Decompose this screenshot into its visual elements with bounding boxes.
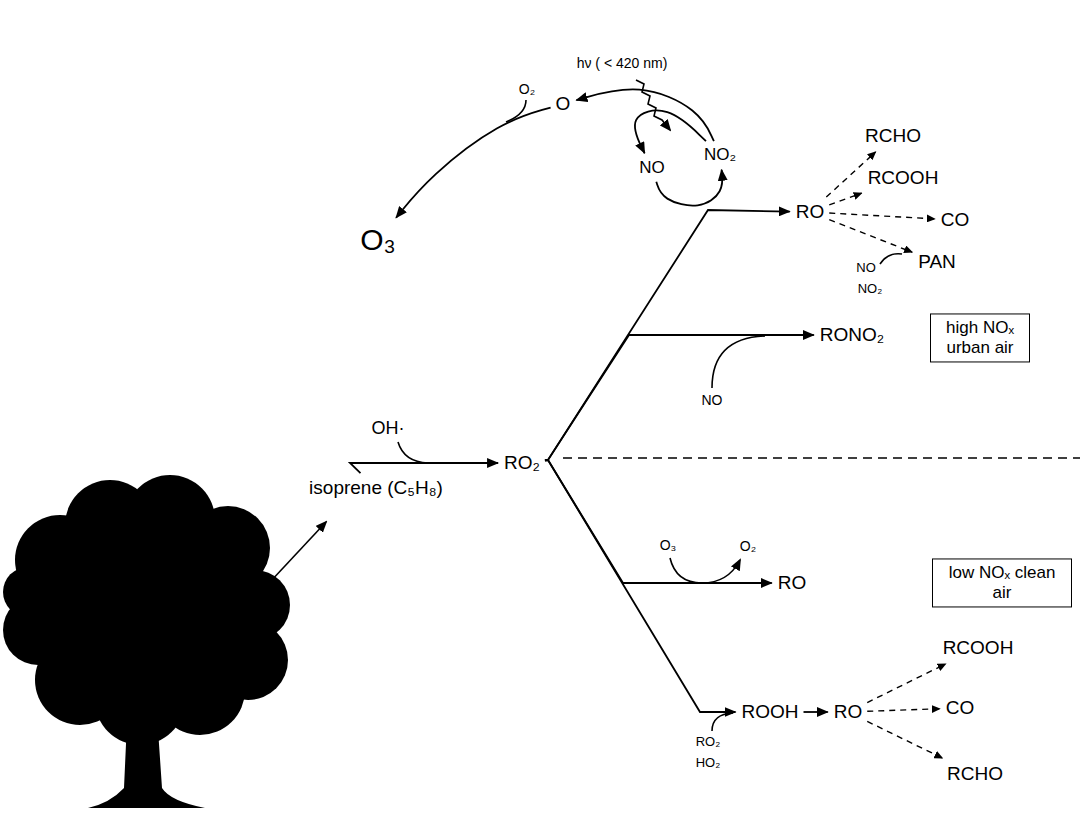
reagent-label: NO₂ — [858, 282, 883, 297]
node-text: RONO₂ — [820, 324, 884, 346]
tree-silhouette — [3, 475, 290, 808]
product-arrow — [867, 721, 942, 758]
reaction-arrow — [635, 111, 706, 154]
species-label: O — [553, 91, 574, 117]
product-arrow — [829, 220, 912, 253]
reagent-label: O₂ — [740, 538, 756, 554]
node-text: PAN — [918, 251, 956, 273]
reaction-arrow — [396, 108, 551, 218]
node-text: RO — [778, 572, 807, 594]
reaction-arrow — [545, 460, 772, 583]
peroxy-merge-line — [712, 713, 733, 731]
node-text: RO₂ — [504, 452, 540, 474]
node-text: CO — [946, 697, 975, 719]
node-text: O₃ — [360, 223, 396, 258]
reaction-arrow — [545, 460, 736, 712]
reagent-label: O₃ — [660, 537, 677, 553]
reaction-arrow — [350, 463, 498, 473]
node-text: O — [556, 93, 571, 115]
emission-arrow — [270, 522, 326, 582]
product-label: CO — [938, 207, 973, 233]
node-text: isoprene (C₅H₈) — [309, 477, 443, 499]
reaction-arrow — [576, 89, 713, 141]
species-label: RO — [793, 199, 828, 225]
nox-merge-line — [880, 254, 902, 264]
reagent-label: O₂ — [519, 81, 535, 97]
oh-merge-line — [398, 442, 428, 463]
o3-o2-exchange-line — [670, 558, 740, 583]
product-label: RCOOH — [940, 635, 1017, 661]
reagent-label: NO — [702, 392, 723, 408]
node-text: NO₂ — [704, 145, 736, 165]
regime-box: high NOₓ urban air — [930, 313, 1030, 362]
node-text: RO — [834, 701, 863, 723]
node-text: RCOOH — [943, 637, 1014, 659]
species-label: RO — [831, 699, 866, 725]
product-arrow — [867, 664, 945, 703]
product-label: CO — [943, 695, 978, 721]
node-text: ROOH — [742, 701, 799, 723]
reaction-arrow — [656, 170, 722, 206]
node-text: high NOₓ urban air — [937, 318, 1023, 357]
species-label: isoprene (C₅H₈) — [306, 475, 446, 501]
product-label: RCOOH — [865, 165, 942, 191]
species-label: NO — [636, 156, 668, 180]
reagent-label: NO — [856, 261, 876, 276]
reagent-label: hν ( < 420 nm) — [577, 55, 668, 71]
node-text: RCOOH — [868, 167, 939, 189]
species-label: RO₂ — [501, 450, 543, 476]
species-label: NO₂ — [701, 143, 739, 167]
node-text: CO — [941, 209, 970, 231]
product-label: PAN — [915, 249, 959, 275]
product-arrow — [829, 193, 861, 205]
no-merge-line — [712, 336, 765, 388]
node-text: low NOₓ clean air — [939, 563, 1065, 602]
product-label: RCHO — [944, 761, 1006, 787]
product-arrow — [867, 709, 940, 712]
node-text: RO — [796, 201, 825, 223]
species-label: RONO₂ — [817, 322, 887, 348]
reaction-arrow — [804, 711, 828, 713]
reagent-label: RO₂ — [696, 735, 721, 750]
species-label: RO — [775, 570, 810, 596]
regime-divider — [563, 457, 1080, 459]
regime-box: low NOₓ clean air — [932, 558, 1072, 607]
node-text: NO — [639, 158, 665, 178]
species-label: ROOH — [739, 699, 802, 725]
product-label: RCHO — [862, 123, 924, 149]
reagent-label: OH· — [372, 418, 405, 439]
species-label: O₃ — [357, 221, 399, 260]
node-text: RCHO — [947, 763, 1003, 785]
node-text: RCHO — [865, 125, 921, 147]
light-squiggle — [636, 80, 670, 130]
product-arrow — [829, 213, 935, 219]
reagent-label: HO₂ — [696, 756, 721, 771]
reaction-arrow — [545, 335, 814, 460]
